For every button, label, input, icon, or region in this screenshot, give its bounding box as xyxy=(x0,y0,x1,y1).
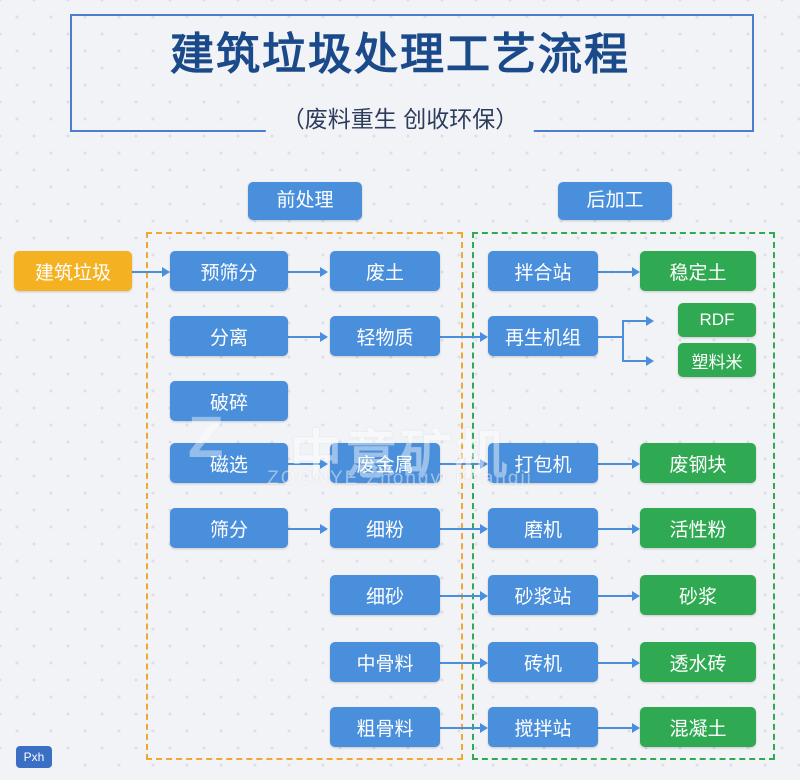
node-active-powder[interactable]: 活性粉 xyxy=(640,508,756,548)
node-magnetic-separation[interactable]: 磁选 xyxy=(170,443,288,483)
connector xyxy=(288,336,322,338)
node-stabilized-soil[interactable]: 稳定土 xyxy=(640,251,756,291)
node-mortar-station[interactable]: 砂浆站 xyxy=(488,575,598,615)
postprocessing-group-frame xyxy=(472,232,775,760)
connector xyxy=(622,320,624,362)
arrow-head xyxy=(320,332,328,342)
pretreatment-group-frame xyxy=(146,232,463,760)
connector xyxy=(598,662,634,664)
arrow-head xyxy=(632,459,640,469)
arrow-head xyxy=(162,267,170,277)
node-recycling-unit[interactable]: 再生机组 xyxy=(488,316,598,356)
connector xyxy=(288,271,322,273)
node-permeable-brick[interactable]: 透水砖 xyxy=(640,642,756,682)
node-input-construction-waste[interactable]: 建筑垃圾 xyxy=(14,251,132,291)
node-crushing[interactable]: 破碎 xyxy=(170,381,288,421)
page-subtitle: （废料重生 创收环保） xyxy=(265,100,535,134)
connector xyxy=(598,528,634,530)
connector xyxy=(440,336,482,338)
arrow-head xyxy=(480,332,488,342)
node-grinder[interactable]: 磨机 xyxy=(488,508,598,548)
arrow-head xyxy=(320,459,328,469)
group-tag-postprocessing: 后加工 xyxy=(558,182,672,220)
arrow-head xyxy=(320,524,328,534)
arrow-head xyxy=(632,723,640,733)
node-plastic-pellets[interactable]: 塑料米 xyxy=(678,343,756,377)
node-sieving[interactable]: 筛分 xyxy=(170,508,288,548)
arrow-head xyxy=(480,658,488,668)
node-mortar[interactable]: 砂浆 xyxy=(640,575,756,615)
arrow-head xyxy=(646,316,654,326)
node-brick-machine[interactable]: 砖机 xyxy=(488,642,598,682)
arrow-head xyxy=(646,356,654,366)
node-stirring-station[interactable]: 搅拌站 xyxy=(488,707,598,747)
arrow-head xyxy=(632,591,640,601)
arrow-head xyxy=(632,524,640,534)
connector xyxy=(440,595,482,597)
node-fine-powder[interactable]: 细粉 xyxy=(330,508,440,548)
node-pre-screening[interactable]: 预筛分 xyxy=(170,251,288,291)
connector xyxy=(288,528,322,530)
connector xyxy=(440,727,482,729)
arrow-head xyxy=(480,723,488,733)
node-baler[interactable]: 打包机 xyxy=(488,443,598,483)
connector xyxy=(440,662,482,664)
connector xyxy=(598,727,634,729)
node-concrete[interactable]: 混凝土 xyxy=(640,707,756,747)
node-mixing-station[interactable]: 拌合站 xyxy=(488,251,598,291)
connector xyxy=(440,463,482,465)
arrow-head xyxy=(632,658,640,668)
arrow-head xyxy=(480,591,488,601)
connector xyxy=(622,320,648,322)
arrow-head xyxy=(320,267,328,277)
node-scrap-metal[interactable]: 废金属 xyxy=(330,443,440,483)
node-coarse-aggregate[interactable]: 粗骨料 xyxy=(330,707,440,747)
group-tag-pretreatment: 前处理 xyxy=(248,182,362,220)
node-rdf[interactable]: RDF xyxy=(678,303,756,337)
arrow-head xyxy=(632,267,640,277)
arrow-head xyxy=(480,524,488,534)
node-medium-aggregate[interactable]: 中骨料 xyxy=(330,642,440,682)
connector xyxy=(440,528,482,530)
page-title: 建筑垃圾处理工艺流程 xyxy=(156,18,644,82)
node-scrap-steel-block[interactable]: 废钢块 xyxy=(640,443,756,483)
corner-badge: Pxh xyxy=(16,746,52,768)
connector xyxy=(598,271,634,273)
connector xyxy=(132,271,164,273)
node-separation[interactable]: 分离 xyxy=(170,316,288,356)
node-fine-sand[interactable]: 细砂 xyxy=(330,575,440,615)
connector xyxy=(288,463,322,465)
connector xyxy=(598,336,622,338)
connector xyxy=(598,463,634,465)
arrow-head xyxy=(480,459,488,469)
node-light-materials[interactable]: 轻物质 xyxy=(330,316,440,356)
node-waste-soil[interactable]: 废土 xyxy=(330,251,440,291)
connector xyxy=(622,360,648,362)
connector xyxy=(598,595,634,597)
